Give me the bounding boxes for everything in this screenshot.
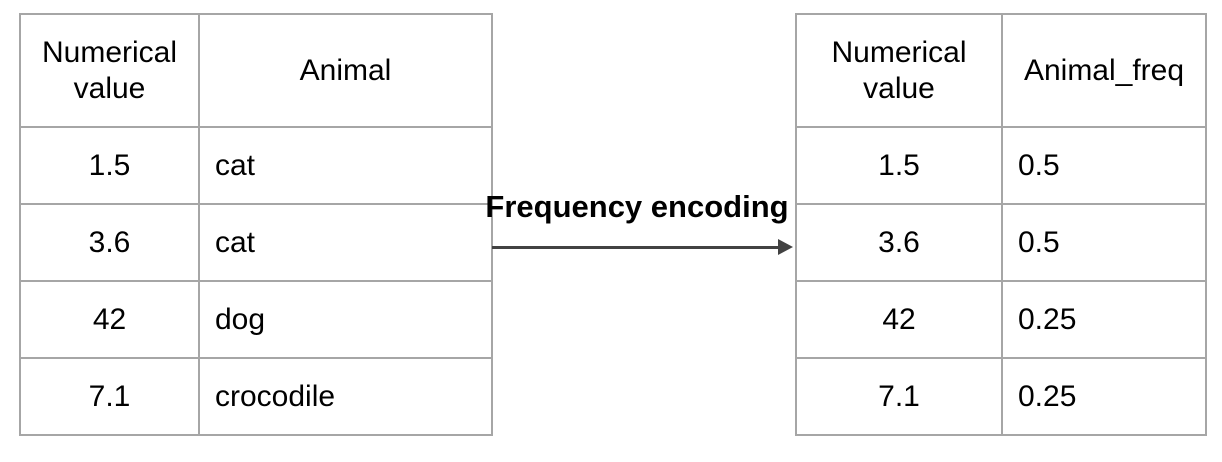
cell-numerical-value: 42 [795, 280, 1003, 359]
arrow-head-icon [778, 239, 793, 255]
table-row: 1.5 0.5 [795, 126, 1207, 205]
cell-numerical-value: 7.1 [795, 357, 1003, 436]
cell-animal-freq: 0.25 [1001, 280, 1207, 359]
header-cell-animal-freq: Animal_freq [1001, 13, 1207, 128]
cell-animal: cat [198, 126, 493, 205]
table-row: 3.6 0.5 [795, 203, 1207, 282]
encoded-table: Numerical value Animal_freq 1.5 0.5 3.6 … [795, 13, 1207, 436]
header-cell-animal: Animal [198, 13, 493, 128]
cell-numerical-value: 1.5 [19, 126, 200, 205]
cell-numerical-value: 3.6 [19, 203, 200, 282]
transformation-label: Frequency encoding [485, 189, 789, 224]
cell-animal-freq: 0.25 [1001, 357, 1207, 436]
original-table: Numerical value Animal 1.5 cat 3.6 cat 4… [19, 13, 493, 436]
table-header-row: Numerical value Animal_freq [795, 13, 1207, 128]
table-row: 3.6 cat [19, 203, 493, 282]
cell-numerical-value: 3.6 [795, 203, 1003, 282]
table-header-row: Numerical value Animal [19, 13, 493, 128]
cell-animal-freq: 0.5 [1001, 126, 1207, 205]
header-cell-numerical-value: Numerical value [795, 13, 1003, 128]
table-row: 7.1 crocodile [19, 357, 493, 436]
cell-animal: dog [198, 280, 493, 359]
cell-numerical-value: 7.1 [19, 357, 200, 436]
cell-animal: cat [198, 203, 493, 282]
cell-numerical-value: 42 [19, 280, 200, 359]
cell-animal: crocodile [198, 357, 493, 436]
table-row: 7.1 0.25 [795, 357, 1207, 436]
table-row: 42 0.25 [795, 280, 1207, 359]
header-cell-numerical-value: Numerical value [19, 13, 200, 128]
cell-animal-freq: 0.5 [1001, 203, 1207, 282]
cell-numerical-value: 1.5 [795, 126, 1003, 205]
table-row: 42 dog [19, 280, 493, 359]
arrow-line [492, 246, 781, 249]
table-row: 1.5 cat [19, 126, 493, 205]
